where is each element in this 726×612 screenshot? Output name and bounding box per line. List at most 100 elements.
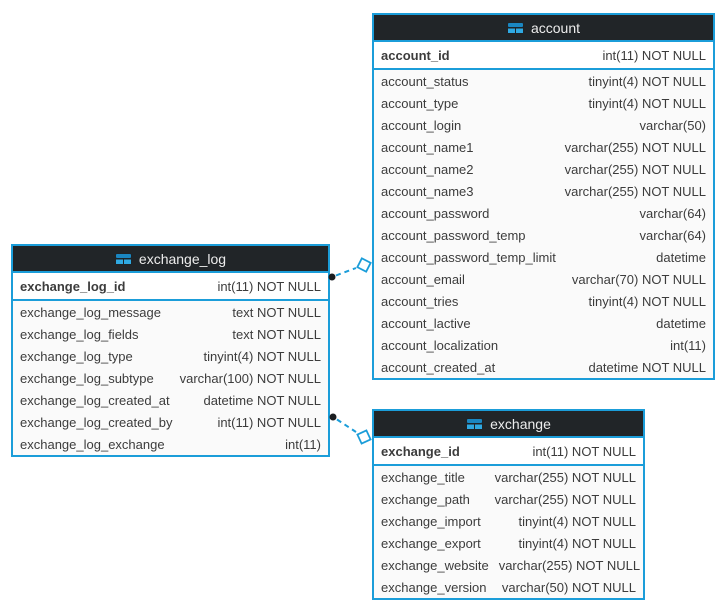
relationship-exchange-log-account[interactable] bbox=[328, 256, 373, 281]
column-type: tinyint(4) NOT NULL bbox=[518, 535, 636, 551]
column-type: datetime NOT NULL bbox=[588, 359, 706, 375]
column-type: varchar(64) bbox=[639, 227, 706, 243]
table-row: account_login varchar(50) bbox=[374, 114, 713, 136]
column-type: datetime NOT NULL bbox=[203, 392, 321, 408]
column-name: account_created_at bbox=[381, 359, 496, 375]
table-row: account_password_temp_limit datetime bbox=[374, 246, 713, 268]
relationship-line bbox=[335, 267, 357, 277]
column-type: int(11) NOT NULL bbox=[532, 443, 636, 459]
primary-key-row: exchange_log_id int(11) NOT NULL bbox=[13, 273, 328, 301]
table-row: account_name3 varchar(255) NOT NULL bbox=[374, 180, 713, 202]
table-row: exchange_log_fields text NOT NULL bbox=[13, 323, 328, 345]
column-name: exchange_log_id bbox=[20, 278, 126, 294]
primary-key-row: account_id int(11) NOT NULL bbox=[374, 42, 713, 70]
table-row: exchange_title varchar(255) NOT NULL bbox=[374, 466, 643, 488]
column-name: exchange_log_fields bbox=[20, 326, 139, 342]
column-name: account_localization bbox=[381, 337, 499, 353]
table-header[interactable]: exchange bbox=[374, 411, 643, 438]
column-name: exchange_log_message bbox=[20, 304, 161, 320]
column-name: account_password_temp bbox=[381, 227, 526, 243]
table-row: exchange_log_exchange int(11) bbox=[13, 433, 328, 455]
table-row: exchange_path varchar(255) NOT NULL bbox=[374, 488, 643, 510]
column-type: varchar(70) NOT NULL bbox=[571, 271, 706, 287]
table-row: account_email varchar(70) NOT NULL bbox=[374, 268, 713, 290]
mandatory-end-dot bbox=[329, 413, 337, 421]
table-row: exchange_version varchar(50) NOT NULL bbox=[374, 576, 643, 598]
column-type: varchar(255) NOT NULL bbox=[564, 183, 706, 199]
column-type: tinyint(4) NOT NULL bbox=[588, 73, 706, 89]
table-title: exchange bbox=[490, 415, 551, 432]
column-type: int(11) NOT NULL bbox=[217, 414, 321, 430]
column-name: exchange_import bbox=[381, 513, 481, 529]
table-exchange-log[interactable]: exchange_log exchange_log_id int(11) NOT… bbox=[11, 244, 330, 457]
table-header[interactable]: account bbox=[374, 15, 713, 42]
column-name: exchange_version bbox=[381, 579, 487, 595]
table-title: exchange_log bbox=[138, 250, 227, 267]
table-header[interactable]: exchange_log bbox=[13, 246, 328, 273]
column-type: int(11) bbox=[670, 337, 706, 353]
column-name: exchange_log_created_at bbox=[20, 392, 170, 408]
relationship-exchange-log-exchange[interactable] bbox=[329, 413, 373, 446]
table-row: exchange_log_created_by int(11) NOT NULL bbox=[13, 411, 328, 433]
primary-key-row: exchange_id int(11) NOT NULL bbox=[374, 438, 643, 466]
relationship-line bbox=[336, 418, 357, 433]
column-type: varchar(255) NOT NULL bbox=[494, 491, 636, 507]
column-type: varchar(255) NOT NULL bbox=[498, 557, 641, 573]
column-name: account_password bbox=[381, 205, 490, 221]
column-type: tinyint(4) NOT NULL bbox=[203, 348, 321, 364]
table-row: account_password_temp varchar(64) bbox=[374, 224, 713, 246]
column-name: account_lactive bbox=[381, 315, 471, 331]
column-type: varchar(50) NOT NULL bbox=[501, 579, 636, 595]
column-name: account_login bbox=[381, 117, 462, 133]
table-row: exchange_log_created_at datetime NOT NULL bbox=[13, 389, 328, 411]
table-row: account_name2 varchar(255) NOT NULL bbox=[374, 158, 713, 180]
table-row: exchange_log_message text NOT NULL bbox=[13, 301, 328, 323]
column-name: exchange_export bbox=[381, 535, 481, 551]
column-name: exchange_title bbox=[381, 469, 465, 485]
column-name: exchange_log_exchange bbox=[20, 436, 165, 452]
column-name: account_email bbox=[381, 271, 465, 287]
column-type: varchar(255) NOT NULL bbox=[494, 469, 636, 485]
column-type: tinyint(4) NOT NULL bbox=[518, 513, 636, 529]
column-type: text NOT NULL bbox=[232, 326, 321, 342]
column-name: account_name3 bbox=[381, 183, 474, 199]
column-type: varchar(64) bbox=[639, 205, 706, 221]
table-row: exchange_export tinyint(4) NOT NULL bbox=[374, 532, 643, 554]
column-type: varchar(100) NOT NULL bbox=[179, 370, 321, 386]
column-type: varchar(255) NOT NULL bbox=[564, 161, 706, 177]
column-type: tinyint(4) NOT NULL bbox=[588, 95, 706, 111]
table-row: exchange_log_type tinyint(4) NOT NULL bbox=[13, 345, 328, 367]
column-name: account_tries bbox=[381, 293, 459, 309]
table-account[interactable]: account account_id int(11) NOT NULL acco… bbox=[372, 13, 715, 380]
table-row: account_created_at datetime NOT NULL bbox=[374, 356, 713, 378]
column-type: int(11) bbox=[285, 436, 321, 452]
table-row: exchange_import tinyint(4) NOT NULL bbox=[374, 510, 643, 532]
table-row: account_localization int(11) bbox=[374, 334, 713, 356]
column-type: text NOT NULL bbox=[232, 304, 321, 320]
column-name: exchange_log_type bbox=[20, 348, 133, 364]
column-type: tinyint(4) NOT NULL bbox=[588, 293, 706, 309]
column-name: account_name2 bbox=[381, 161, 474, 177]
column-name: exchange_log_created_by bbox=[20, 414, 173, 430]
column-name: account_password_temp_limit bbox=[381, 249, 556, 265]
table-exchange[interactable]: exchange exchange_id int(11) NOT NULL ex… bbox=[372, 409, 645, 600]
table-title: account bbox=[530, 19, 581, 36]
table-grid-icon bbox=[466, 417, 484, 430]
column-name: exchange_path bbox=[381, 491, 470, 507]
column-type: int(11) NOT NULL bbox=[217, 278, 321, 294]
column-type: varchar(50) bbox=[639, 117, 706, 133]
table-row: exchange_website varchar(255) NOT NULL bbox=[374, 554, 643, 576]
table-row: account_password varchar(64) bbox=[374, 202, 713, 224]
column-name: account_name1 bbox=[381, 139, 474, 155]
column-name: exchange_website bbox=[381, 557, 489, 573]
optional-end-diamond bbox=[356, 257, 372, 273]
column-type: datetime bbox=[656, 249, 706, 265]
